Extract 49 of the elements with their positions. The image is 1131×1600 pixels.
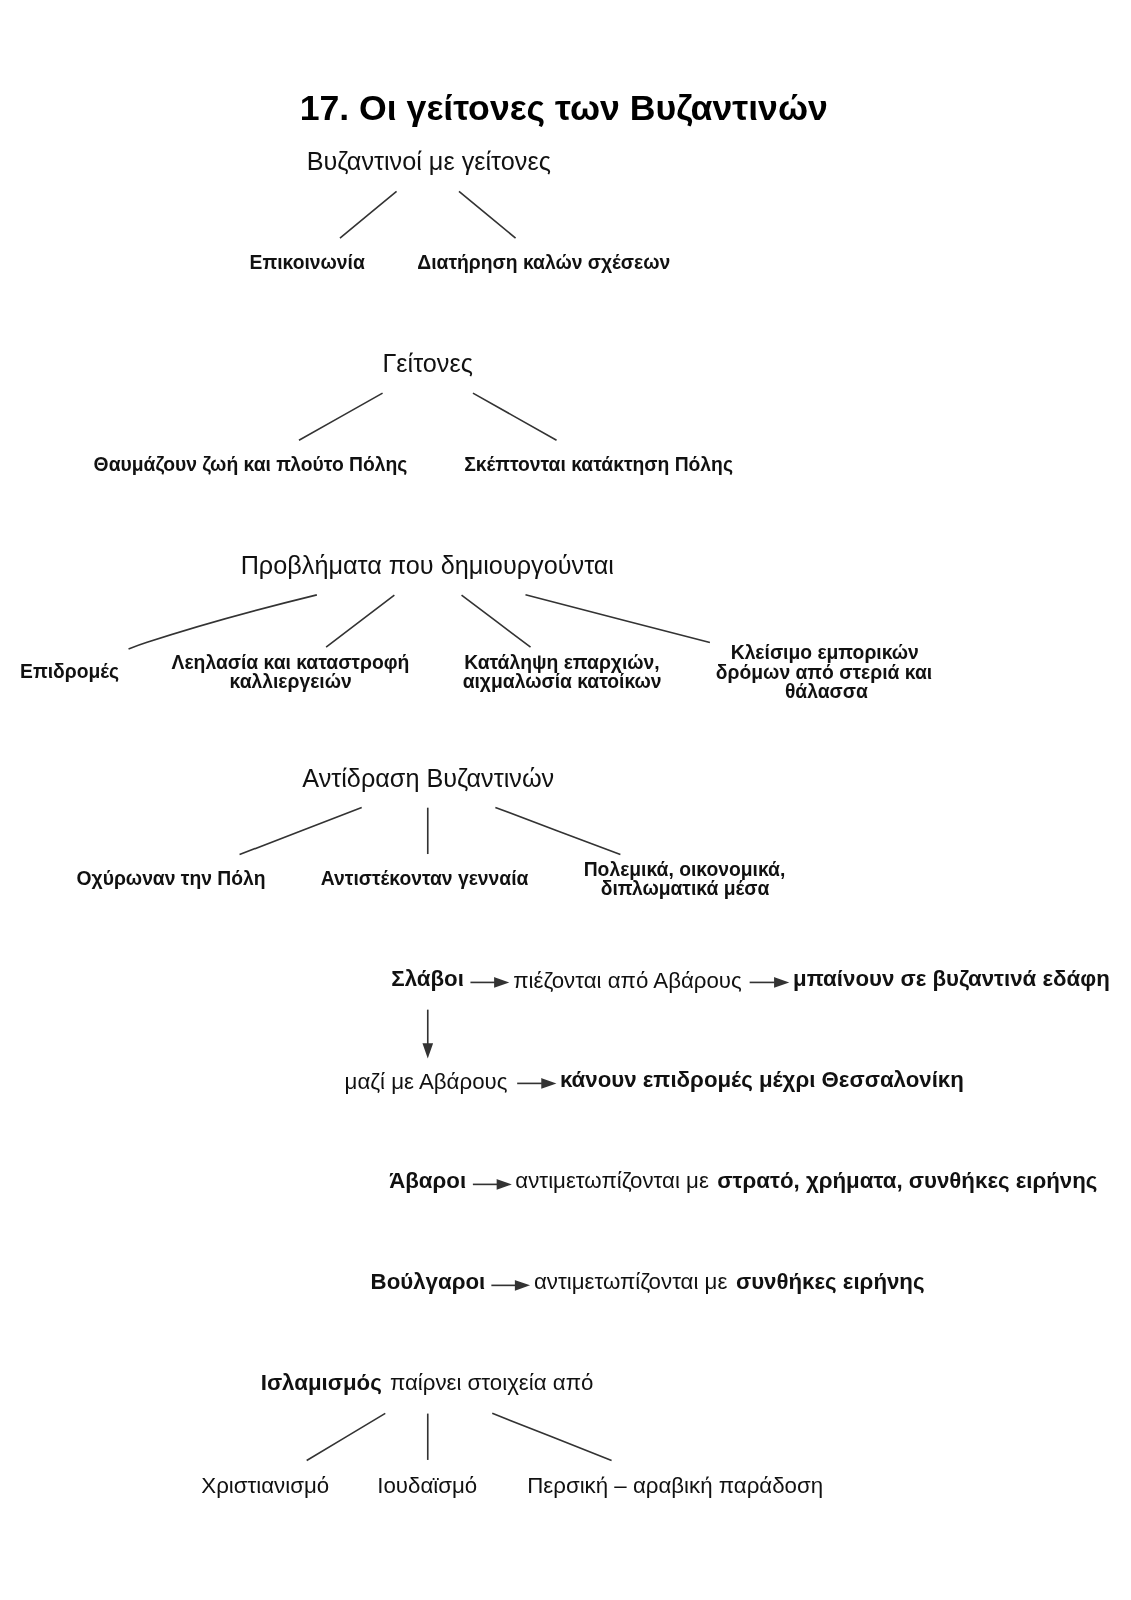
node-text: μαζί με Αβάρους (344, 1068, 508, 1094)
node-text: κάνουν επιδρομές μέχρι Θεσσαλονίκη (559, 1066, 964, 1092)
arrow (422, 1008, 434, 1058)
node-text: Διατήρηση καλών σχέσεων (417, 251, 671, 273)
node-text: πιέζονται από Αβάρους (513, 967, 742, 993)
connector (127, 593, 318, 650)
arrow (748, 976, 790, 988)
node-text: Ισλαμισμός παίρνει στοιχεία από (260, 1369, 594, 1395)
connector (238, 806, 363, 855)
connector (339, 190, 398, 239)
node-text: Κατάληψη επαρχιών, αιχμαλωσία κατοίκων (462, 651, 662, 692)
node-text: Οχύρωναν την Πόλη (76, 867, 266, 889)
node-text: αντιμετωπίζονται με στρατό, χρήματα, συνθήκες ειρήνης (515, 1167, 1098, 1193)
node-text: Ιουδαϊσμό (377, 1472, 478, 1498)
connector (458, 190, 517, 239)
node-text: Λεηλασία και καταστροφή καλλιεργειών (171, 651, 410, 692)
node-text: Σλάβοι (391, 965, 464, 991)
node-text: Κλείσιμο εμπορικών δρόμων από στεριά και θάλασσα (715, 641, 933, 702)
node-text: Βυζαντινοί με γείτονες (306, 146, 551, 175)
node-text: αντιμετωπίζονται με συνθήκες ειρήνης (533, 1268, 925, 1294)
node-text: Χριστιανισμό (201, 1472, 330, 1498)
node-text: Πολεμικά, οικονομικά, διπλωματικά μέσα (583, 858, 786, 899)
connector (426, 1412, 429, 1461)
connector (494, 806, 622, 855)
connector (472, 391, 558, 441)
connector (426, 806, 429, 855)
connector (460, 593, 532, 648)
node-text: Σκέπτονται κατάκτηση Πόλης (464, 453, 733, 475)
arrow (516, 1077, 557, 1089)
connector (325, 593, 396, 648)
arrow (469, 976, 510, 988)
connector (305, 1412, 387, 1461)
connector (524, 593, 711, 643)
node-text: Προβλήματα που δημιουργούνται (240, 550, 614, 579)
diagram-title: 17. Οι γείτονες των Βυζαντινών (299, 87, 828, 128)
node-text: μπαίνουν σε βυζαντινά εδάφη (793, 965, 1110, 991)
node-text: Αντιστέκονταν γενναία (320, 867, 529, 889)
node-text: Θαυμάζουν ζωή και πλούτο Πόλης (93, 453, 408, 475)
arrow (472, 1178, 512, 1190)
connector (491, 1412, 613, 1461)
node-text: Βούλγαροι (370, 1268, 486, 1294)
node-text: Γείτονες (382, 348, 473, 377)
node-text: Αντίδραση Βυζαντινών (302, 763, 555, 792)
connector (298, 391, 384, 441)
node-text: Άβαροι (389, 1167, 467, 1193)
node-text: Επικοινωνία (249, 251, 365, 273)
node-text: Επιδρομές (20, 660, 120, 682)
arrow (490, 1279, 531, 1291)
node-text: Περσική – αραβική παράδοση (527, 1472, 824, 1498)
